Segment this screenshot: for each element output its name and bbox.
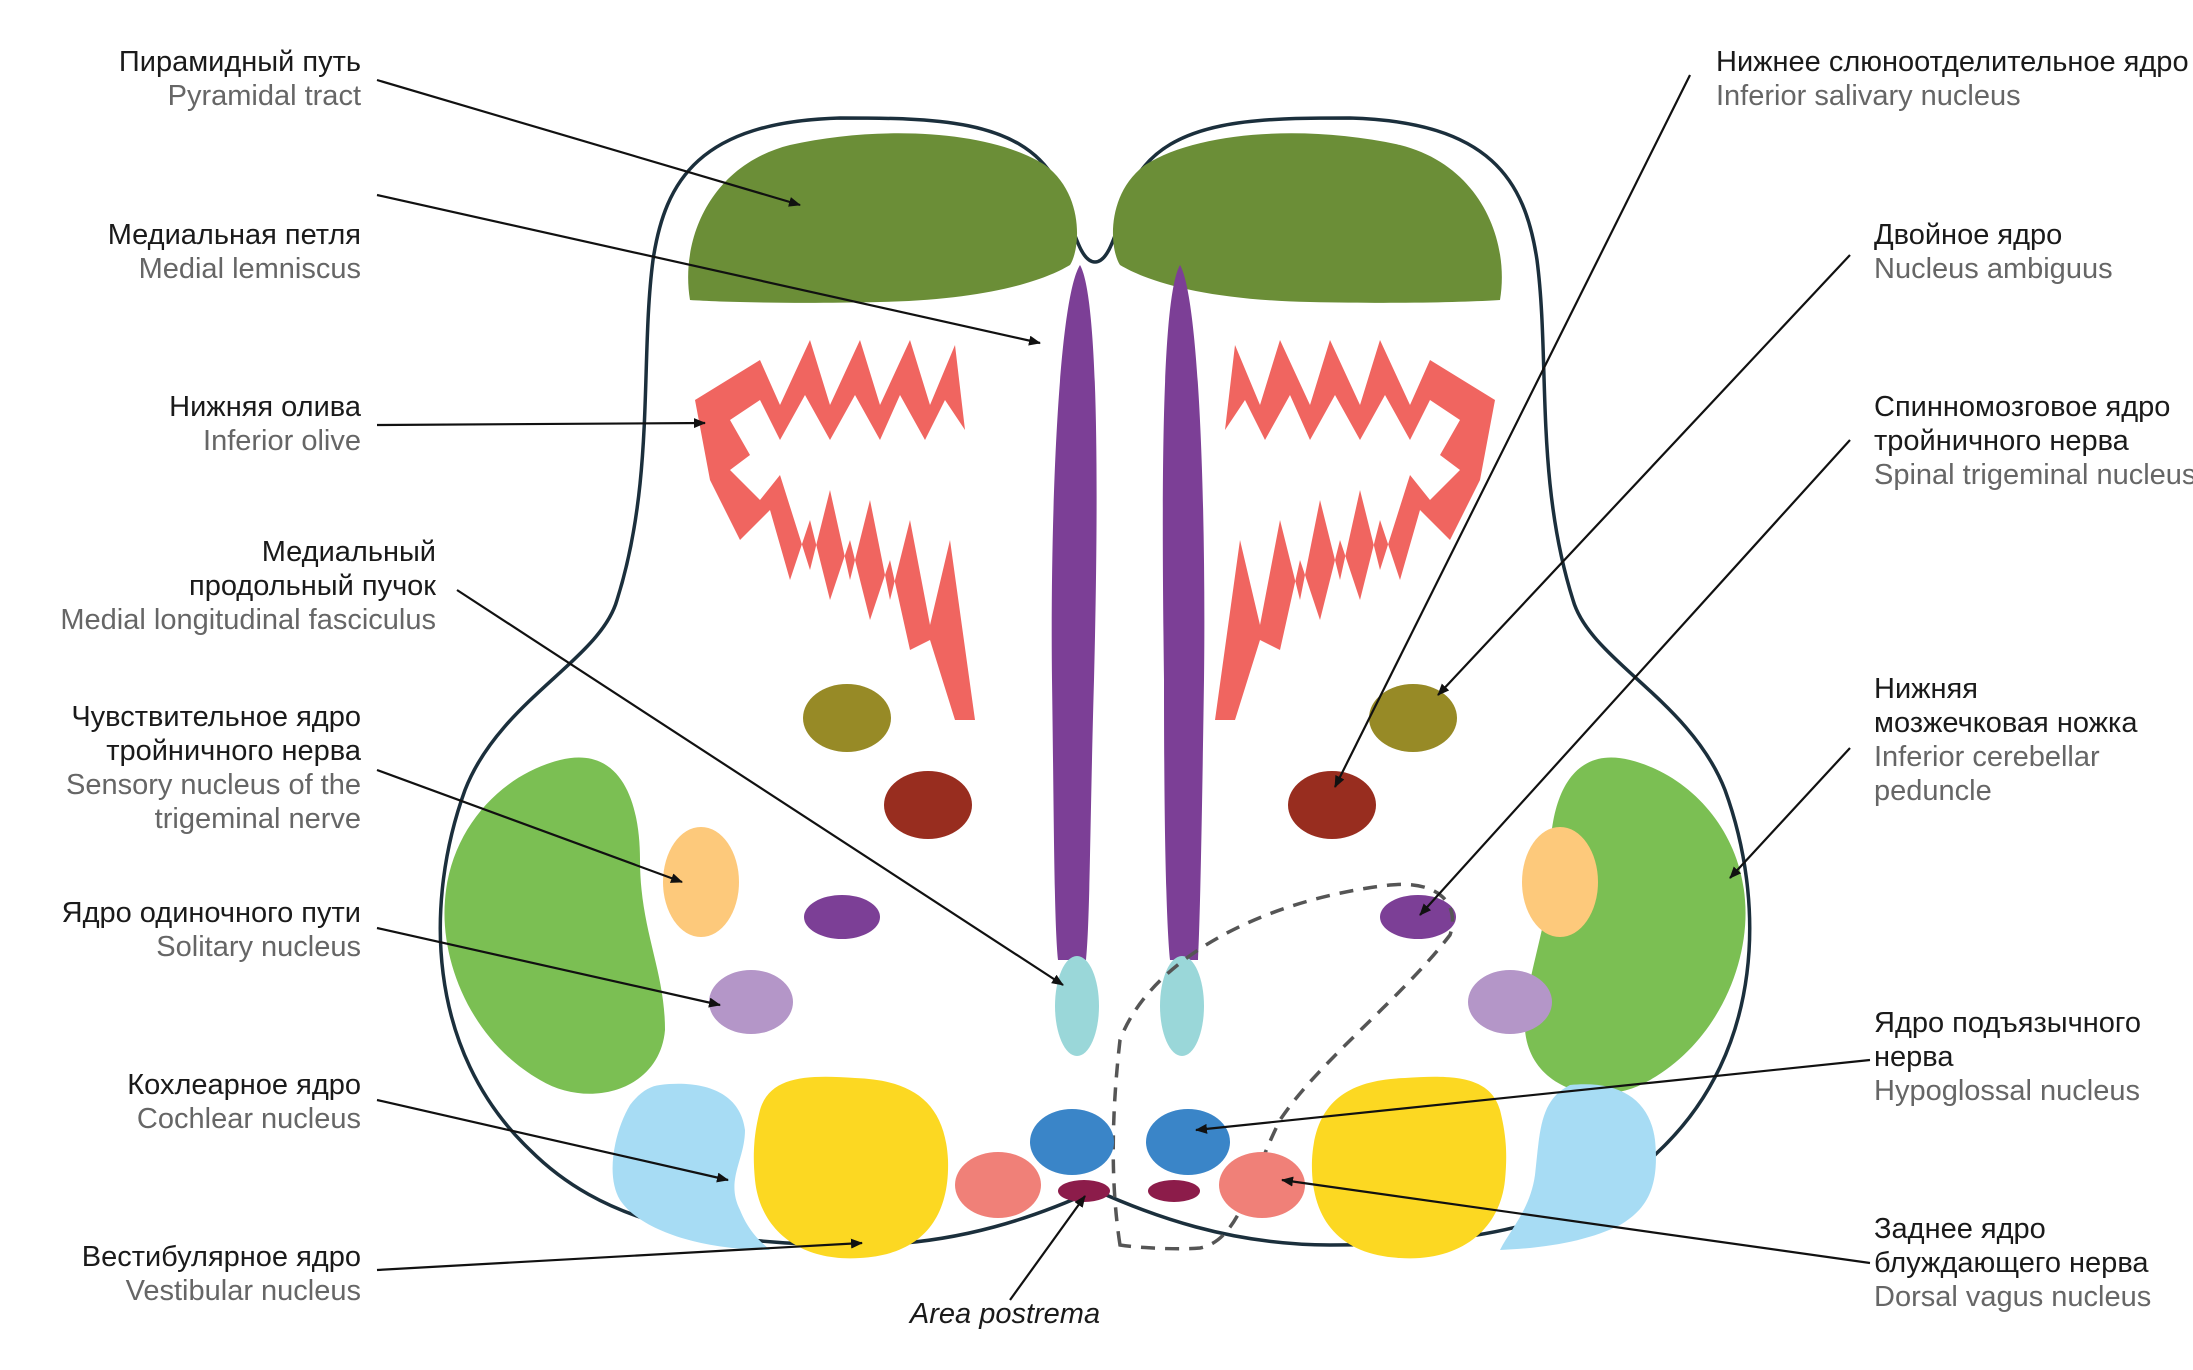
label-spinal-trigeminal: Спинномозговое ядро тройничного нерва Sp… <box>1874 391 2193 491</box>
label-dorsal-vagus: Заднее ядро блуждающего нерва Dorsal vag… <box>1874 1213 2152 1313</box>
leader-pyramidal <box>376 78 801 207</box>
label-cochlear: Кохлеарное ядро Cochlear nucleus <box>127 1069 361 1135</box>
leader-hypoglossal <box>1195 1058 1871 1134</box>
leader-area-postrema <box>1009 1195 1086 1301</box>
hypoglossal-nucleus-left <box>1030 1109 1114 1175</box>
vestibular-nucleus-left <box>753 1076 949 1259</box>
cochlear-nucleus-right <box>1500 1084 1656 1250</box>
label-mlf: Медиальный продольный пучок Medial longi… <box>60 536 436 636</box>
label-vestibular: Вестибулярное ядро Vestibular nucleus <box>81 1241 361 1307</box>
leader-mlf <box>456 589 1064 986</box>
vestibular-nucleus-right <box>1311 1076 1507 1259</box>
leader-spinal-trigeminal <box>1419 439 1851 916</box>
leader-cochlear <box>376 1098 729 1183</box>
dorsal-vagus-nucleus-left <box>955 1152 1041 1218</box>
area-postrema-right <box>1148 1180 1200 1202</box>
leader-ambiguus <box>1437 254 1851 696</box>
inferior-salivary-nucleus-left <box>884 771 972 839</box>
leader-medial-lemniscus <box>376 193 1041 346</box>
nucleus-ambiguus-left <box>803 684 891 752</box>
solitary-nucleus-right <box>1468 970 1552 1034</box>
label-ambiguus: Двойное ядро Nucleus ambiguus <box>1874 219 2113 285</box>
pyramidal-tract-right <box>1112 133 1502 303</box>
leader-sensory-trigeminal <box>376 768 683 884</box>
label-inferior-salivary: Нижнее слюноотделительное ядро Inferior … <box>1716 46 2189 112</box>
label-pyramidal-tract: Пирамидный путь Pyramidal tract <box>118 46 361 112</box>
medial-lemniscus-left <box>1051 265 1097 960</box>
nucleus-ambiguus-right <box>1369 684 1457 752</box>
leader-inferior-salivary <box>1334 74 1691 788</box>
inferior-olive-left <box>695 340 975 720</box>
inferior-olive-right <box>1215 340 1495 720</box>
sensory-trigeminal-nucleus-left <box>663 827 739 937</box>
pyramidal-tract-left <box>688 133 1078 303</box>
spinal-trigeminal-nucleus-left <box>804 895 880 939</box>
sensory-trigeminal-nucleus-right <box>1522 827 1598 937</box>
leader-inferior-olive <box>376 418 706 429</box>
inferior-cerebellar-peduncle-left <box>444 757 665 1094</box>
inferior-salivary-nucleus-right <box>1288 771 1376 839</box>
label-sensory-trigeminal: Чувствительное ядро тройничного нерва Se… <box>65 701 361 835</box>
medial-lemniscus-right <box>1162 265 1205 960</box>
leader-dorsal-vagus <box>1281 1176 1871 1265</box>
dashed-region <box>1111 882 1455 1251</box>
dorsal-vagus-nucleus-right <box>1219 1152 1305 1218</box>
label-solitary: Ядро одиночного пути Solitary nucleus <box>61 897 361 963</box>
cochlear-nucleus-left <box>612 1083 770 1250</box>
solitary-nucleus-left <box>709 970 793 1034</box>
leader-lines <box>376 74 1871 1301</box>
hypoglossal-nucleus-right <box>1146 1109 1230 1175</box>
label-medial-lemniscus: Медиальная петля Medial lemniscus <box>107 219 361 285</box>
label-icp: Нижняя мозжечковая ножка Inferior cerebe… <box>1874 673 2138 807</box>
leader-vestibular <box>376 1238 863 1272</box>
label-area-postrema: Area postrema <box>909 1298 1101 1330</box>
mlf-right <box>1160 956 1204 1056</box>
label-inferior-olive: Нижняя олива Inferior olive <box>169 391 361 457</box>
label-hypoglossal: Ядро подъязычного нерва Hypoglossal nucl… <box>1874 1007 2141 1107</box>
spinal-trigeminal-nucleus-right <box>1380 895 1456 939</box>
mlf-left <box>1055 956 1099 1056</box>
leader-solitary <box>376 926 721 1008</box>
area-postrema-left <box>1058 1180 1110 1202</box>
leader-icp <box>1729 747 1851 879</box>
